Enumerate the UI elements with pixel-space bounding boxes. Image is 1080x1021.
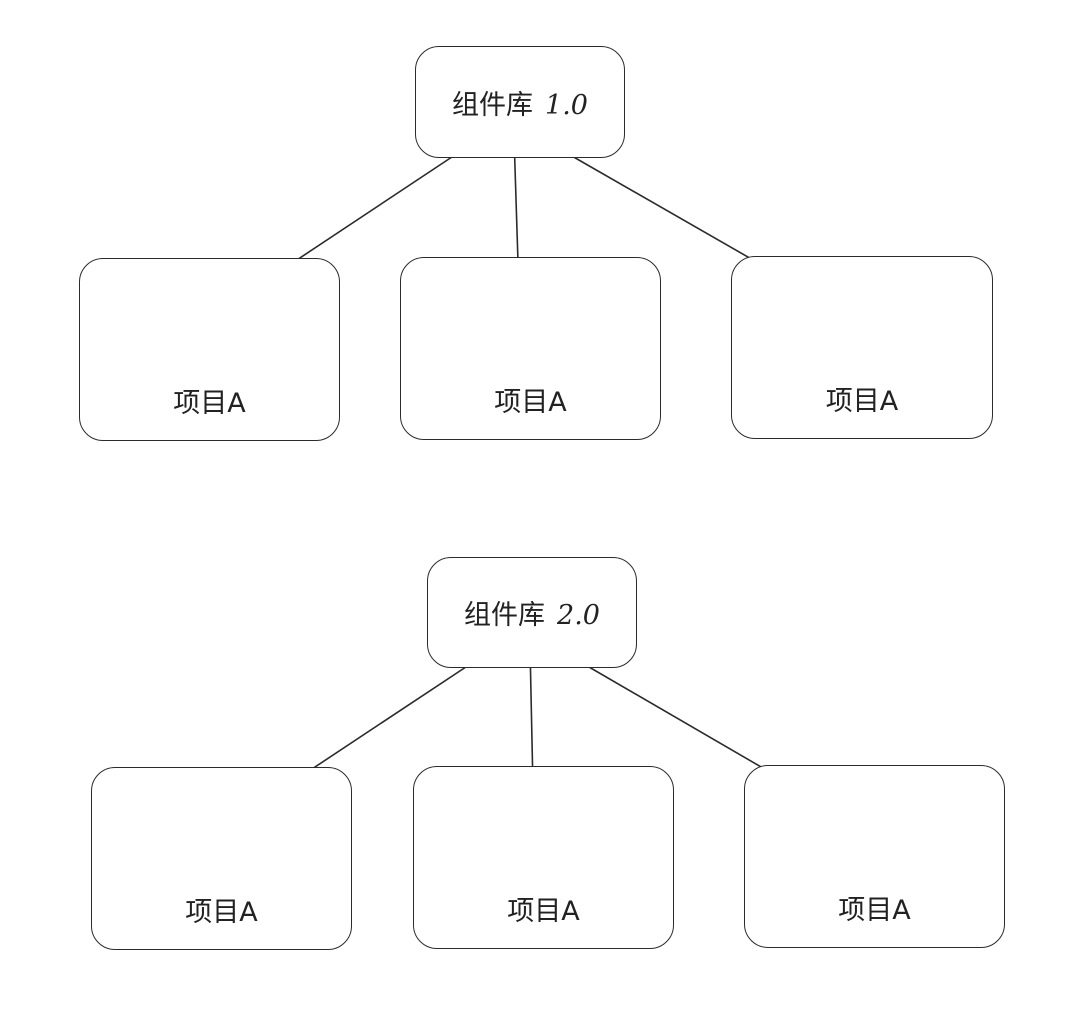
- library-version: 2.0: [557, 600, 600, 631]
- project-label: 项目A: [838, 895, 911, 926]
- library-label: 组件库 2.0: [464, 593, 600, 632]
- project-box: 项目A: [731, 256, 993, 439]
- project-box: 项目A: [400, 257, 661, 440]
- project-label: 项目A: [185, 897, 258, 928]
- library-version: 1.0: [545, 89, 588, 121]
- project-box: 项目A: [744, 765, 1005, 948]
- project-label: 项目A: [825, 386, 899, 417]
- project-box: 项目A: [91, 767, 352, 950]
- library-name: 组件库: [452, 89, 534, 121]
- library-box: 组件库 2.0: [427, 557, 637, 668]
- library-box: 组件库 1.0: [415, 46, 625, 158]
- project-label: 项目A: [507, 896, 580, 927]
- project-label: 项目A: [494, 387, 567, 418]
- project-box: 项目A: [79, 258, 340, 441]
- library-label: 组件库 1.0: [452, 83, 588, 122]
- project-box: 项目A: [413, 766, 674, 949]
- library-name: 组件库: [464, 600, 546, 631]
- project-label: 项目A: [173, 388, 246, 419]
